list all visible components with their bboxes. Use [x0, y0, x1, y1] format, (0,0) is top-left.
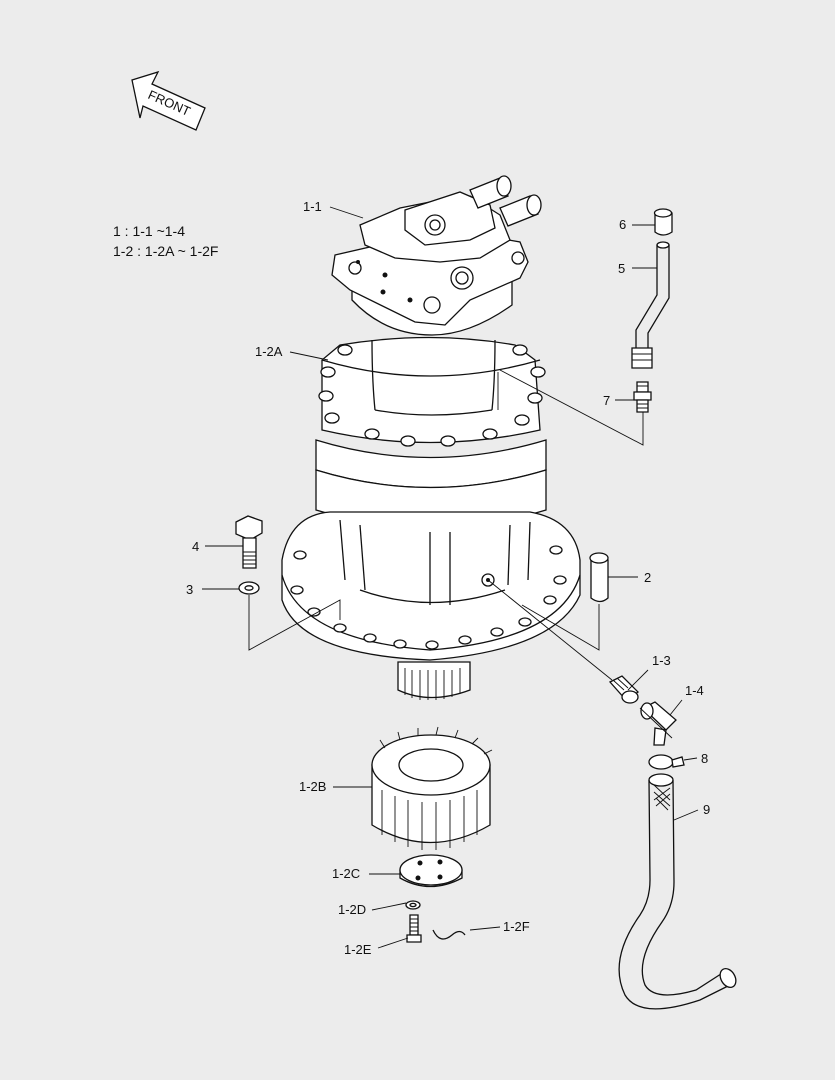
drain-elbow — [640, 701, 677, 746]
callout-2: 2 — [644, 570, 651, 585]
snap-ring — [432, 929, 466, 940]
callout-1-3: 1-3 — [652, 653, 671, 668]
callout-1-2b: 1-2B — [299, 779, 326, 794]
thrust-plate — [399, 854, 463, 888]
callout-1-1: 1-1 — [303, 199, 322, 214]
plate-bolt — [406, 914, 422, 943]
callout-7: 7 — [603, 393, 610, 408]
callout-1-2f: 1-2F — [503, 919, 530, 934]
pipe-fitting — [633, 381, 652, 413]
drain-hose — [618, 773, 737, 1010]
note-line-2: 1-2 : 1-2A ~ 1-2F — [113, 243, 218, 259]
callout-9: 9 — [703, 802, 710, 817]
level-cap — [653, 208, 673, 236]
callout-1-2a: 1-2A — [255, 344, 283, 359]
hose-clamp — [648, 754, 685, 770]
level-pipe — [631, 241, 670, 369]
leader-lines — [202, 206, 699, 949]
spring-washer — [238, 581, 260, 595]
callout-1-2c: 1-2C — [332, 866, 360, 881]
drain-plug — [608, 675, 640, 704]
flange-holes — [290, 545, 567, 650]
callout-4: 4 — [192, 539, 199, 554]
callout-5: 5 — [618, 261, 625, 276]
pinion-gear — [371, 726, 493, 850]
gear-housing — [281, 336, 581, 700]
front-arrow: FRONT — [131, 70, 206, 131]
callout-1-2e: 1-2E — [344, 942, 372, 957]
callout-8: 8 — [701, 751, 708, 766]
hex-bolt — [235, 515, 263, 569]
motor-head — [331, 175, 542, 336]
callout-1-2d: 1-2D — [338, 902, 366, 917]
ring-bolts — [318, 344, 546, 447]
motor-ports — [469, 175, 542, 227]
dowel-pin — [589, 552, 609, 603]
callout-1-4: 1-4 — [685, 683, 704, 698]
washer — [405, 900, 421, 910]
note-line-1: 1 : 1-1 ~1-4 — [113, 223, 185, 239]
callout-3: 3 — [186, 582, 193, 597]
callout-6: 6 — [619, 217, 626, 232]
callout-labels: 1-1 1-2A 1-2B 1-2C 1-2D 1-2E 1-2F 1-3 1-… — [186, 199, 710, 957]
